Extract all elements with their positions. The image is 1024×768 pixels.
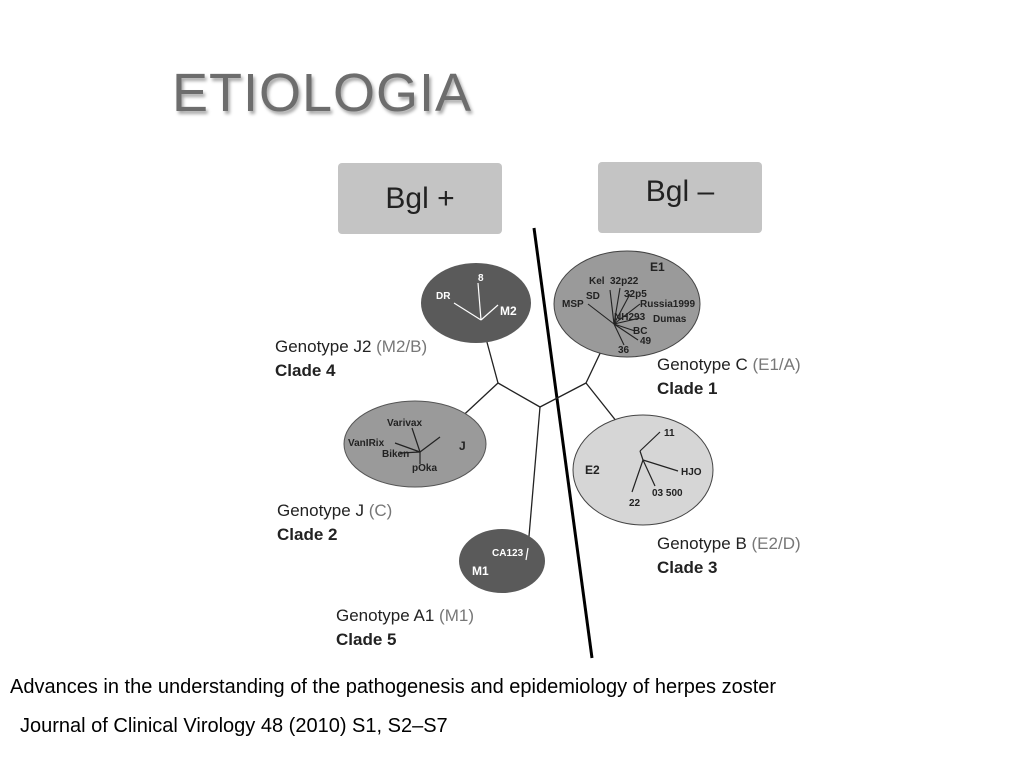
clade-circle-label: E2	[585, 463, 600, 477]
strain-label: VanIRix	[348, 438, 385, 449]
strain-label: Biken	[382, 449, 409, 460]
clade-circle-label: M2	[500, 304, 517, 318]
bgl-plus-label: Bgl +	[385, 182, 454, 215]
clade-circle-label: E1	[650, 260, 665, 274]
genotype-c-label: Genotype C (E1/A)	[657, 355, 801, 374]
reference-title: Advances in the understanding of the pat…	[10, 676, 777, 698]
genotype-b-label: Genotype B (E2/D)	[657, 534, 801, 553]
divider-line	[532, 227, 594, 659]
strain-label: 8	[478, 273, 484, 284]
clade-m2-circle	[421, 263, 531, 343]
strain-label: 32p5	[624, 289, 647, 300]
reference-journal: Journal of Clinical Virology 48 (2010) S…	[20, 715, 448, 737]
bgl-minus-box	[598, 162, 762, 233]
strain-label: BC	[633, 326, 647, 337]
strain-label: 32p22	[610, 276, 639, 287]
clade-4-label: Clade 4	[275, 361, 336, 380]
strain-label: Dumas	[653, 314, 687, 325]
strain-label: NH293	[614, 312, 646, 323]
bgl-plus-box	[338, 163, 502, 234]
strain-label: SD	[586, 291, 600, 302]
genotype-j-label: Genotype J (C)	[277, 501, 392, 520]
strain-label: Russia1999	[640, 299, 695, 310]
clade-1-label: Clade 1	[657, 379, 717, 398]
bgl-minus-label: Bgl –	[646, 175, 715, 208]
strain-label: DR	[436, 291, 451, 302]
clade-2-label: Clade 2	[277, 525, 337, 544]
clade-5-label: Clade 5	[336, 630, 396, 649]
strain-label: MSP	[562, 299, 584, 310]
strain-label: HJO	[681, 467, 702, 478]
strain-label: 11	[664, 428, 675, 439]
strain-label: 22	[629, 498, 641, 509]
clade-e2-circle	[572, 414, 714, 526]
genotype-j2-label: Genotype J2 (M2/B)	[275, 337, 427, 356]
strain-label: pOka	[412, 463, 437, 474]
genotype-a1-label: Genotype A1 (M1)	[336, 606, 474, 625]
slide-title: ETIOLOGIA	[172, 63, 473, 123]
clade-circle-label: J	[459, 439, 466, 453]
clade-circle-label: M1	[472, 564, 489, 578]
strain-label: 03 500	[652, 488, 683, 499]
clade-3-label: Clade 3	[657, 558, 717, 577]
strain-label: 49	[640, 336, 652, 347]
clade-e1-circle	[553, 250, 701, 358]
clade-j-circle	[343, 400, 487, 488]
strain-label: Kel	[589, 276, 605, 287]
strain-label: CA123	[492, 548, 524, 559]
strain-label: Varivax	[387, 418, 422, 429]
strain-label: 36	[618, 345, 630, 356]
clade-m1-circle	[459, 529, 545, 593]
